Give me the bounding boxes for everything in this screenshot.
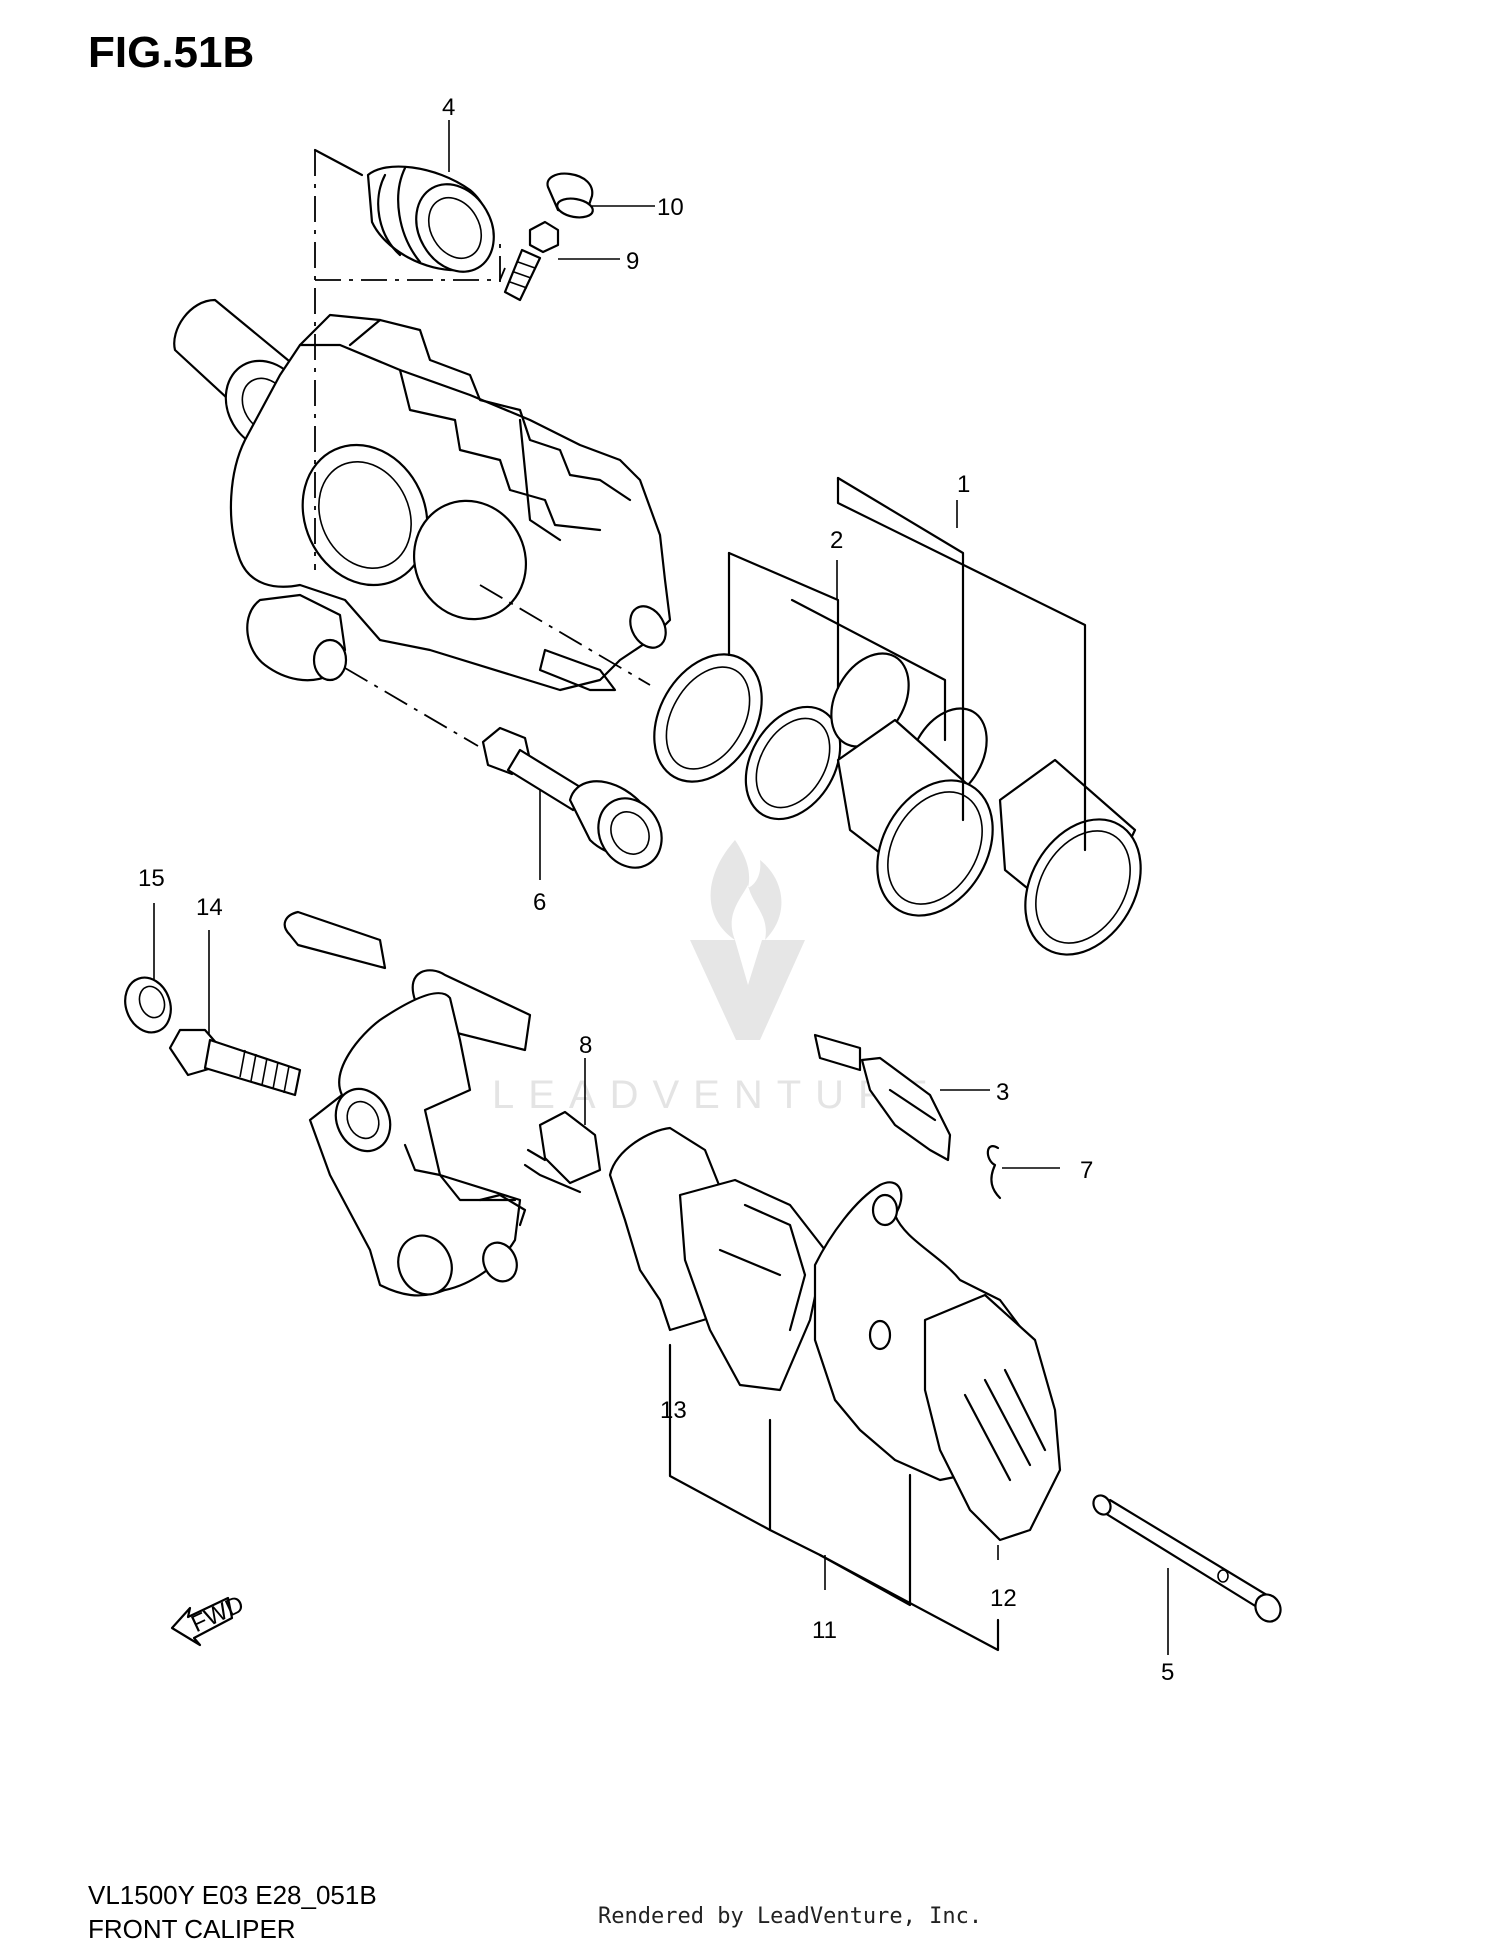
part-3-pad-shim	[813, 1033, 952, 1162]
part-9-bleeder-screw	[503, 220, 560, 302]
fwd-arrow-icon: FWD	[170, 1591, 248, 1647]
caliper-body	[173, 298, 672, 692]
figure-title: FIG.51B	[88, 28, 255, 77]
render-credit: Rendered by LeadVenture, Inc.	[598, 1904, 983, 1929]
fwd-label: FWD	[187, 1591, 248, 1639]
callout-6: 6	[533, 889, 546, 916]
callout-12: 12	[990, 1585, 1017, 1612]
callout-14: 14	[196, 894, 223, 921]
callout-numbers: 1 2 3 4 5 6 7 8 9 10 11 12 13 14 15	[138, 94, 1174, 1686]
section-name: FRONT CALIPER	[88, 1914, 296, 1944]
callout-8: 8	[579, 1032, 592, 1059]
callout-11: 11	[812, 1617, 837, 1644]
leadventure-watermark: LEADVENTURE	[492, 840, 942, 1117]
brake-pad-inner	[608, 1126, 827, 1392]
part-14-bolt	[168, 1028, 302, 1097]
part-15-washer	[124, 976, 172, 1034]
callout-5: 5	[1161, 1659, 1174, 1686]
part-12-pad-shim-plate	[923, 1293, 1062, 1542]
model-code: VL1500Y E03 E28_051B	[88, 1880, 377, 1910]
part-7-retaining-clip	[986, 1145, 1002, 1200]
piston-seal-ring-b	[744, 705, 842, 821]
callout-9: 9	[626, 248, 639, 275]
callout-4: 4	[442, 94, 455, 121]
callout-1: 1	[957, 471, 970, 498]
callout-10: 10	[657, 194, 684, 221]
callout-15: 15	[138, 865, 165, 892]
part-10-bleeder-cap	[546, 172, 594, 219]
part-5-pad-pin	[1092, 1494, 1282, 1623]
callout-7: 7	[1080, 1157, 1093, 1184]
part-8-pad-spring	[523, 1110, 602, 1194]
piston-seal-ring-a	[653, 653, 763, 783]
part-6-slide-pin	[481, 726, 663, 869]
flame-logo-icon	[710, 840, 782, 940]
watermark-text: LEADVENTURE	[492, 1073, 942, 1117]
part-4-boot	[366, 165, 495, 273]
v-logo-icon	[690, 940, 805, 1040]
caliper-bracket	[283, 910, 532, 1297]
piston-b	[998, 758, 1142, 956]
piston-a	[836, 718, 994, 917]
callout-13: 13	[660, 1397, 687, 1424]
callout-3: 3	[996, 1079, 1009, 1106]
callout-2: 2	[830, 527, 843, 554]
